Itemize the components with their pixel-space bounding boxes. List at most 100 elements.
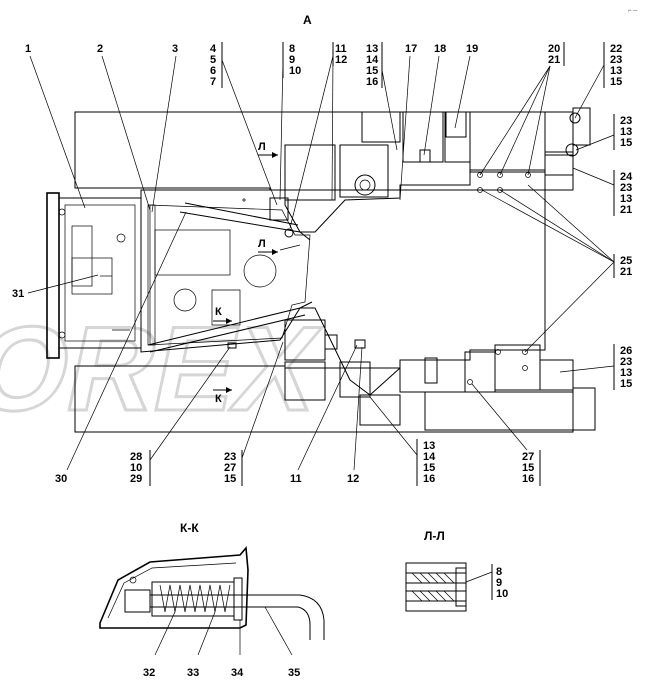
section-mark-l-mid: Л [258,238,266,250]
callout-18: 18 [434,43,446,55]
svg-text:15: 15 [610,76,622,88]
svg-text:22: 22 [610,43,622,55]
callout-ll-8: 8 [496,566,502,578]
svg-text:20: 20 [548,43,560,55]
svg-text:25: 25 [620,255,632,267]
svg-text:21: 21 [620,266,632,278]
detail-kk-title: К-К [180,521,199,535]
right-callouts: 23 13 15 24 23 13 21 25 21 26 23 13 15 [481,114,633,390]
svg-text:21: 21 [548,54,560,66]
callout-ll-10: 10 [496,588,508,600]
svg-text:15: 15 [224,473,236,485]
svg-text:23: 23 [224,451,236,463]
svg-text:7: 7 [210,76,216,88]
callout-27-bottom: 27 15 16 [522,450,541,486]
svg-text:5: 5 [210,54,216,66]
callout-2: 2 [97,43,103,55]
svg-text:23: 23 [610,54,622,66]
callout-23-15: 23 27 15 [224,450,243,486]
top-callouts: 1 2 3 4 5 6 7 8 9 10 11 12 [25,42,622,229]
svg-text:19: 19 [466,43,478,55]
svg-text:12: 12 [347,473,359,485]
svg-text:14: 14 [423,451,436,463]
callout-3: 3 [172,43,178,55]
main-plan-view [46,107,596,433]
svg-text:15: 15 [522,462,534,474]
section-mark-k-lower: К [215,393,222,405]
svg-text:6: 6 [210,65,216,77]
callout-22: 22 23 13 15 [603,42,622,88]
svg-text:24: 24 [620,171,633,183]
section-marks: Л Л К К [213,141,278,405]
section-mark-k-mid: К [215,306,222,318]
detail-kk: К-К 32 33 34 35 [99,521,325,679]
callout-right-1: 23 13 15 [613,114,632,150]
svg-text:26: 26 [620,345,632,357]
callout-31: 31 [12,288,24,300]
corner-mark: ⌐ ─ [628,8,638,14]
view-title: А [303,13,312,27]
watermark: OREX [0,300,332,437]
svg-text:13: 13 [366,43,378,55]
callout-32: 32 [143,667,155,679]
callout-11-bottom: 11 [290,473,302,485]
svg-text:13: 13 [620,193,632,205]
svg-text:16: 16 [522,473,534,485]
callout-12-bottom: 12 [347,473,359,485]
svg-text:15: 15 [366,65,378,77]
svg-text:13: 13 [620,367,632,379]
svg-text:23: 23 [620,115,632,127]
svg-text:9: 9 [289,54,295,66]
callout-ll-9: 9 [496,577,502,589]
callout-right-2: 24 23 13 21 [613,170,633,216]
callout-right-3: 25 21 [613,254,632,278]
svg-text:11: 11 [335,43,347,55]
svg-text:8: 8 [289,43,295,55]
svg-text:23: 23 [620,182,632,194]
callout-30: 30 [55,473,67,485]
svg-text:13: 13 [610,65,622,77]
callout-20-21: 20 21 [548,42,565,66]
svg-text:14: 14 [366,54,379,66]
svg-text:10: 10 [289,65,301,77]
callout-34: 34 [231,667,244,679]
svg-text:31: 31 [12,288,24,300]
svg-text:27: 27 [522,451,534,463]
svg-text:3: 3 [172,43,178,55]
callout-13-16-bottom: 13 14 15 16 [416,439,436,486]
callout-right-4: 26 23 13 15 [613,344,632,390]
callout-19: 19 [466,43,478,55]
svg-text:28: 28 [130,451,142,463]
svg-text:21: 21 [620,204,632,216]
bottom-callouts: 30 28 10 29 23 27 15 11 12 13 14 15 [55,211,541,486]
svg-text:17: 17 [405,43,417,55]
svg-text:OREX: OREX [0,301,331,435]
svg-text:4: 4 [210,43,217,55]
svg-text:23: 23 [620,356,632,368]
svg-text:2: 2 [97,43,103,55]
svg-text:15: 15 [620,137,632,149]
callout-11-12: 11 12 [332,42,347,66]
detail-ll: Л-Л 8 9 10 [405,529,508,612]
svg-text:15: 15 [620,378,632,390]
callout-13-16: 13 14 15 16 [366,42,383,88]
svg-text:29: 29 [130,473,142,485]
section-mark-l-upper: Л [258,141,266,153]
svg-text:18: 18 [434,43,446,55]
callout-28-29: 28 10 29 [130,450,151,486]
svg-text:12: 12 [335,54,347,66]
svg-text:11: 11 [290,473,302,485]
svg-text:16: 16 [423,473,435,485]
callout-1: 1 [25,43,31,55]
callout-35: 35 [288,667,300,679]
callout-8-10: 8 9 10 [282,42,301,78]
callout-17: 17 [405,43,417,55]
svg-text:27: 27 [224,462,236,474]
callout-4-7: 4 5 6 7 [210,42,223,88]
svg-text:30: 30 [55,473,67,485]
svg-text:15: 15 [423,462,435,474]
svg-text:10: 10 [130,462,142,474]
svg-text:1: 1 [25,43,31,55]
